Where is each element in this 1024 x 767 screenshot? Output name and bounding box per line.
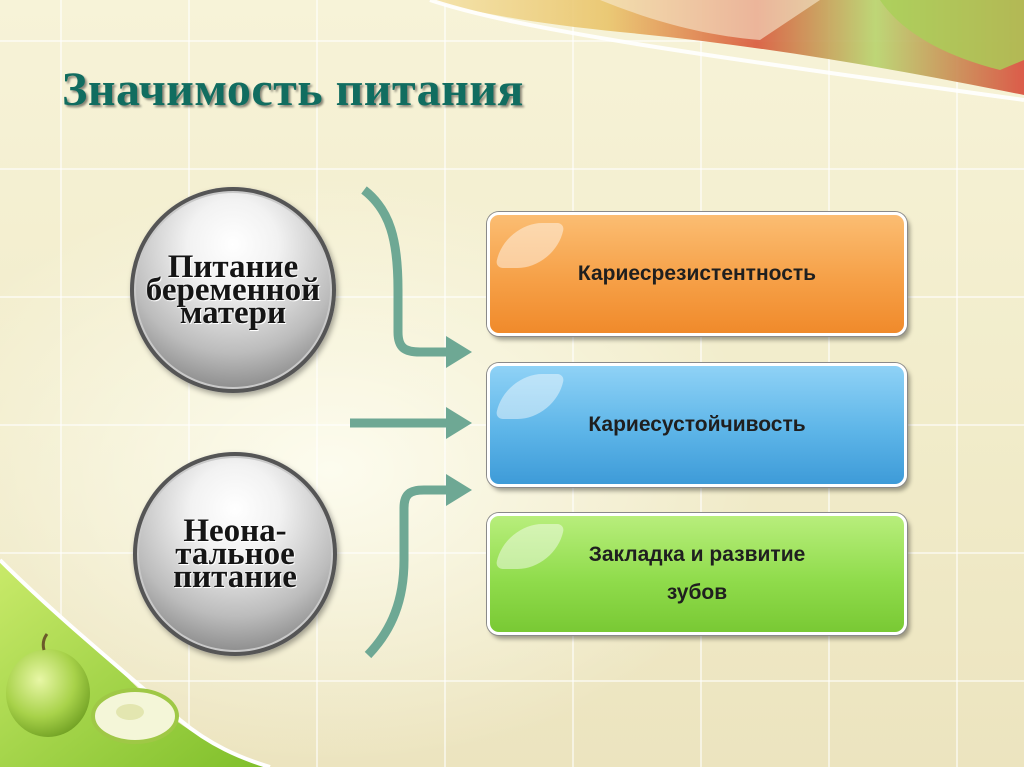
card-label: Кариесустойчивость [588,413,806,436]
sphere-line: тальное [175,535,295,572]
sphere-line: матери [179,294,287,331]
arrow-head-middle [446,407,472,439]
teeth-development-card: Закладка и развитие зубов [487,513,907,635]
arrow-head-top [446,336,472,368]
sphere-line: питание [173,558,297,595]
neonatal-nutrition-sphere: Неона- тальное питание [133,452,337,656]
sphere-line: беременной [145,271,321,308]
arrow-from-neonatal [364,485,446,659]
card-line: Закладка и развитие [588,543,806,566]
card-label: Кариесрезистентность [577,262,817,285]
maternal-nutrition-sphere: Питание беременной матери [130,187,336,393]
sphere-line: Питание [167,248,299,285]
slide-title: Значимость питания [62,63,524,116]
card-label: Закладка и развитие зубов [589,536,806,612]
arrow-from-maternal [361,186,446,357]
sphere-line: Неона- [183,512,287,549]
caries-resistance-card: Кариесрезистентность [487,212,907,336]
caries-stability-card: Кариесустойчивость [487,363,907,487]
card-line: зубов [666,581,728,604]
arrow-head-bottom [446,474,472,506]
